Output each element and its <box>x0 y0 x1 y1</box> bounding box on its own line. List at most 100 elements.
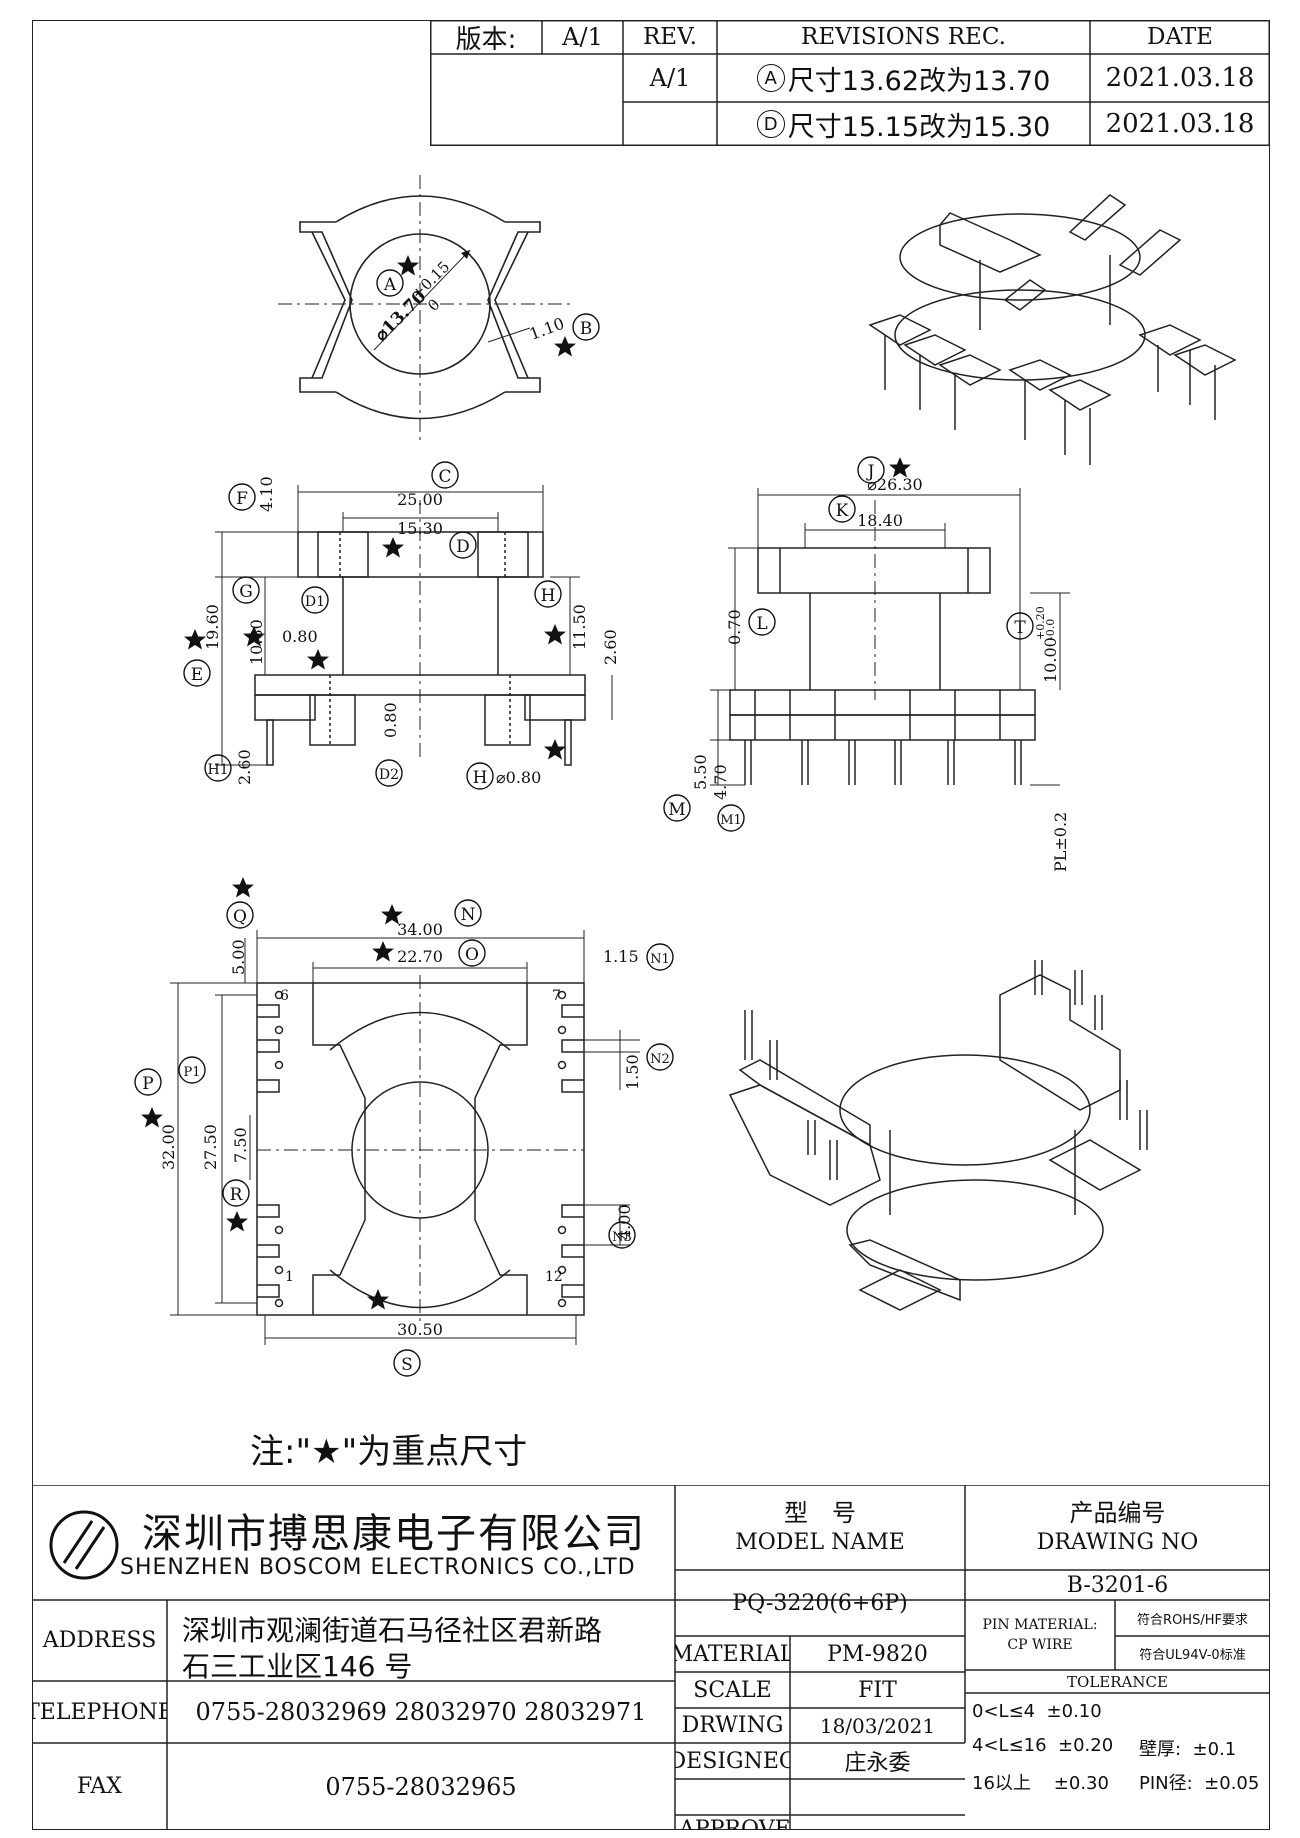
label-b: B <box>580 319 593 339</box>
dim-k-value: 18.40 <box>857 511 903 530</box>
dim-t-tol-lower: -0.0 <box>1044 619 1057 640</box>
label-j: J <box>866 462 875 482</box>
label-m: M <box>668 800 685 820</box>
revision-row-1-date: 2021.03.18 <box>1105 63 1255 93</box>
fax-label: FAX <box>77 1774 122 1799</box>
label-a: A <box>383 275 397 295</box>
title-block: 深圳市搏思康电子有限公司 SHENZHEN BOSCOM ELECTRONICS… <box>32 1485 1270 1830</box>
label-g: G <box>239 582 253 602</box>
company-logo-icon <box>49 1510 119 1580</box>
dim-h1-value: 2.60 <box>235 749 254 785</box>
label-s: S <box>401 1355 413 1375</box>
front-view-dims <box>215 485 613 766</box>
dim-pin-diameter: ⌀0.80 <box>496 768 541 787</box>
dim-l-value: 0.70 <box>725 609 744 645</box>
tolerance-row-3: 16以上 ±0.30 <box>972 1773 1109 1794</box>
label-o: O <box>465 945 479 965</box>
label-c: C <box>438 467 451 487</box>
star-icon <box>372 941 394 962</box>
dim-pin-length: PL±0.2 <box>1051 812 1070 872</box>
dim-h-value: 11.50 <box>570 604 589 650</box>
address-label: ADDRESS <box>42 1628 157 1653</box>
pin-12-label: 12 <box>545 1269 563 1285</box>
dim-n-value: 34.00 <box>397 920 443 939</box>
dim-d-value: 15.30 <box>397 519 443 538</box>
approved-label: APPROVED <box>679 1817 789 1830</box>
side-view <box>729 500 1036 785</box>
dim-m1-value: 4.70 <box>711 764 730 800</box>
top-view-labels: A ⌀13.70 +0.15 0 1.10 B <box>371 255 600 357</box>
dim-f-value: 4.10 <box>257 476 276 512</box>
star-icon <box>397 255 419 276</box>
label-k: K <box>836 501 849 521</box>
dim-d2-value: 0.80 <box>381 702 400 738</box>
star-icon <box>554 336 576 357</box>
material-label: MATERIAL <box>675 1641 790 1667</box>
tolerance-row-1: 0<L≤4 ±0.10 <box>972 1701 1102 1722</box>
version-value: A/1 <box>562 23 603 51</box>
drawing-no-value: B-3201-6 <box>1066 1572 1169 1598</box>
label-e: E <box>191 665 203 685</box>
drawing-no-label-cn: 产品编号 <box>1069 1498 1166 1527</box>
dim-r-value: 7.50 <box>231 1127 250 1163</box>
company-name-cn: 深圳市搏思康电子有限公司 <box>142 1511 646 1557</box>
label-n2: N2 <box>650 1052 670 1067</box>
bottom-view-labels: Q 5.00 N 34.00 O 22.70 1.15 N1 N2 1.50 4… <box>134 877 674 1377</box>
side-view-dims <box>710 488 1070 786</box>
star-icon <box>226 1211 248 1232</box>
telephone-value: 0755-28032969 28032970 28032971 <box>195 1698 647 1726</box>
label-r: R <box>230 1185 244 1205</box>
star-icon <box>367 1289 389 1310</box>
star-icon <box>307 649 329 670</box>
model-value: PQ-3220(6+6P) <box>732 1590 908 1616</box>
dim-q-value: 5.00 <box>229 939 248 975</box>
label-q: Q <box>233 907 247 927</box>
label-d2: D2 <box>379 767 399 783</box>
marker-d-icon: D <box>756 110 785 138</box>
model-label-cn: 型 号 <box>784 1498 856 1527</box>
tolerance-row-2: 4<L≤16 ±0.20 <box>972 1735 1114 1756</box>
version-label: 版本: <box>455 24 517 55</box>
dim-b-value: 1.10 <box>527 314 567 344</box>
company-name-en: SHENZHEN BOSCOM ELECTRONICS CO.,LTD <box>120 1555 636 1580</box>
ul-compliance: 符合UL94V-0标准 <box>1139 1647 1246 1663</box>
dim-s-value: 30.50 <box>397 1320 443 1339</box>
dim-t-value: 10.00 <box>1041 637 1060 683</box>
dim-m-value: 5.50 <box>691 754 710 790</box>
dim-e-value: 19.60 <box>203 604 222 650</box>
address-line-2: 石三工业区146 号 <box>182 1650 413 1683</box>
dim-t-tol-upper: +0.20 <box>1034 606 1047 640</box>
label-n1: N1 <box>650 952 670 967</box>
scale-value: FIT <box>858 1677 897 1703</box>
isometric-view-bottom <box>728 960 1148 1311</box>
revision-row-2-date: 2021.03.18 <box>1105 109 1255 139</box>
key-dimension-note: 注:"★"为重点尺寸 <box>250 1432 528 1472</box>
label-n: N <box>461 905 476 925</box>
designer-value: 庄永委 <box>844 1751 911 1776</box>
bottom-view-dims <box>170 930 640 1345</box>
rev-header: REV. <box>642 24 697 50</box>
label-f: F <box>236 489 248 509</box>
front-view-labels: C 25.00 15.30 D F 4.10 G D1 H 11.50 2.60… <box>183 461 620 790</box>
star-icon <box>232 877 254 898</box>
designer-label: DESIGNEG <box>675 1748 790 1774</box>
front-view <box>254 500 586 766</box>
label-d1: D1 <box>305 594 325 610</box>
revision-row-1-text: A 尺寸13.62改为13.70 <box>717 54 1090 102</box>
pin-7-label: 7 <box>552 988 561 1004</box>
rohs-compliance: 符合ROHS/HF要求 <box>1137 1612 1248 1628</box>
bottom-view <box>256 975 585 1325</box>
dim-flange-value: 2.60 <box>601 629 620 665</box>
scale-label: SCALE <box>693 1677 772 1703</box>
drawing-date-label: DRWING <box>681 1713 784 1738</box>
label-p1: P1 <box>183 1065 200 1080</box>
tolerance-label: TOLERANCE <box>1067 1672 1168 1691</box>
marker-a-icon: A <box>756 64 785 92</box>
fax-value: 0755-28032965 <box>325 1772 517 1801</box>
technical-drawing: A ⌀13.70 +0.15 0 1.10 B <box>134 175 1237 1377</box>
pin-material-label: PIN MATERIAL: CP WIRE <box>982 1617 1098 1653</box>
label-p: P <box>142 1074 153 1094</box>
revision-row-1-rev: A/1 <box>649 64 691 92</box>
star-icon <box>544 739 566 760</box>
telephone-label: TELEPHONE <box>32 1699 167 1725</box>
